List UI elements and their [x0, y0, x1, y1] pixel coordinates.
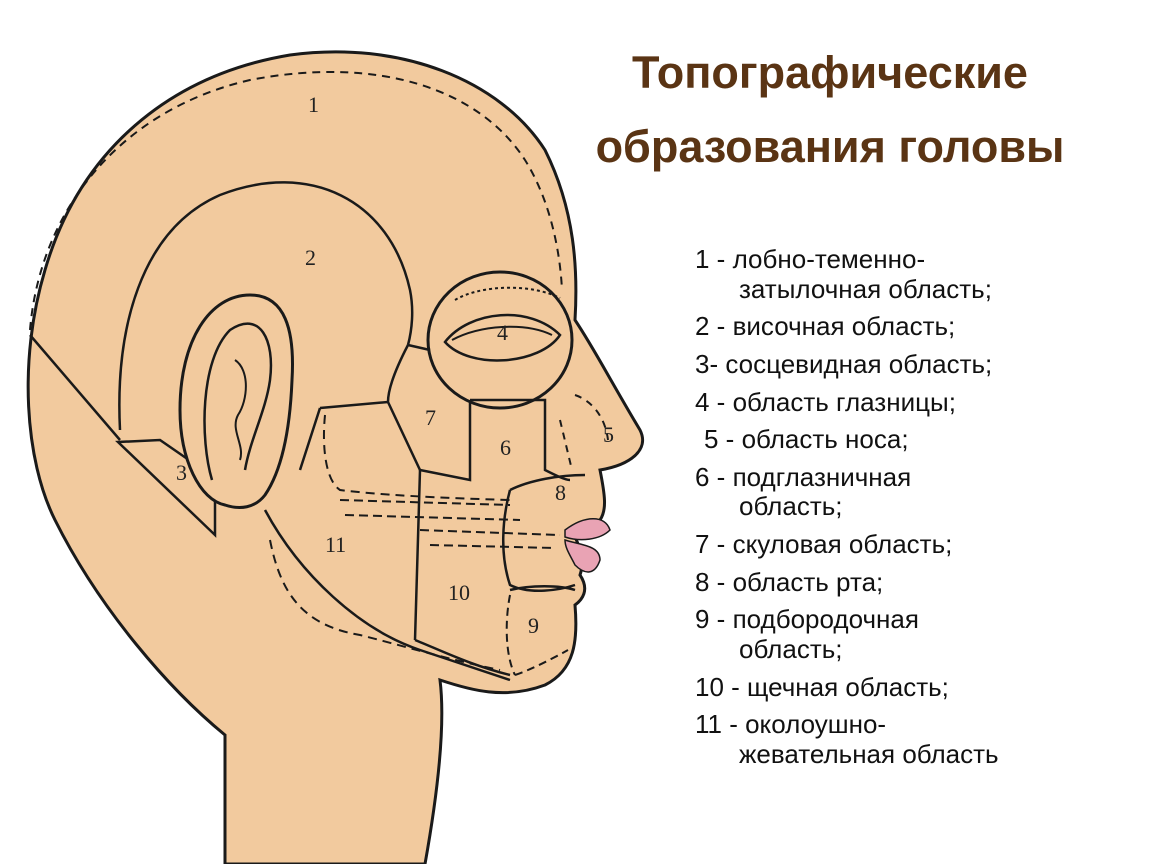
region-1-lower-boundary [29, 334, 121, 441]
legend-item-1-line1: 1 - лобно-теменно- [695, 244, 926, 274]
region-10-boundary [413, 469, 511, 677]
lips-icon [564, 518, 611, 573]
region-5-dashed [559, 394, 609, 471]
region-7-boundary [319, 343, 472, 482]
legend-item-3-line1: 3- сосцевидная область; [695, 348, 993, 379]
region-label-10: 10 [448, 580, 470, 605]
region-4-orbit [426, 270, 574, 410]
region-label-9: 9 [528, 613, 539, 638]
legend-item-7-line1: 7 - скуловая область; [695, 529, 953, 559]
legend-item-6-line2: область; [739, 491, 843, 522]
legend: 1 - лобно-теменно- затылочная область; 2… [695, 244, 999, 777]
legend-item-6-line1: 6 - подглазничная [695, 461, 912, 492]
legend-item-10: 10 - щечная область; [695, 671, 999, 703]
legend-item-2-line1: 2 - височная область; [695, 311, 956, 342]
legend-item-1-line2: затылочная область; [739, 273, 992, 304]
region-9-solid [509, 585, 576, 592]
duct-dashed [339, 499, 561, 549]
region-label-1: 1 [308, 92, 319, 117]
legend-item-6: 6 - подглазничная область; [695, 461, 999, 522]
region-2-boundary [118, 181, 414, 431]
ear-inner-fold [203, 322, 273, 481]
region-6-boundary [470, 398, 571, 482]
head-silhouette [26, 50, 644, 864]
legend-item-1: 1 - лобно-теменно- затылочная область; [695, 244, 999, 304]
parotid-dashed [269, 414, 511, 671]
legend-item-8-line1: 8 - область рта; [695, 566, 884, 597]
eye-icon [443, 313, 562, 362]
region-label-5: 5 [603, 422, 614, 447]
legend-item-11-line2: жевательная область [739, 738, 999, 769]
title-line-2: образования головы [595, 121, 1065, 172]
region-label-3: 3 [176, 460, 187, 485]
legend-item-11-line1: 11 - околоушно- [695, 709, 887, 740]
legend-item-11: 11 - околоушно- жевательная область [695, 709, 999, 769]
legend-item-5-line1: 5 - область носа; [704, 424, 909, 455]
legend-item-9-line1: 9 - подбородочная [695, 604, 919, 635]
legend-item-9-line2: область; [739, 633, 843, 664]
ear-antihelix [234, 359, 247, 461]
region-label-7: 7 [425, 405, 436, 430]
legend-item-10-line1: 10 - щечная область; [695, 671, 949, 702]
legend-item-9: 9 - подбородочная область; [695, 604, 999, 664]
eyelid-line [451, 325, 553, 341]
eyebrow [454, 286, 561, 301]
region-8-boundary [502, 473, 586, 593]
legend-item-5: 5 - область носа; [695, 424, 999, 455]
region-label-4: 4 [497, 320, 508, 345]
legend-item-8: 8 - область рта; [695, 566, 999, 598]
legend-item-4: 4 - область глазницы; [695, 386, 999, 418]
region-1-dashed-boundary [29, 70, 563, 331]
region-label-6: 6 [500, 435, 511, 460]
ear-icon [178, 293, 294, 509]
region-label-8: 8 [555, 480, 566, 505]
legend-item-4-line1: 4 - область глазницы; [695, 386, 956, 417]
region-11-boundary [263, 407, 511, 682]
title-line-1: Топографические [632, 47, 1028, 98]
legend-item-2: 2 - височная область; [695, 311, 999, 342]
region-9-boundary [505, 594, 569, 676]
legend-item-7: 7 - скуловая область; [695, 529, 999, 560]
legend-item-3: 3- сосцевидная область; [695, 348, 999, 380]
region-label-2: 2 [305, 245, 316, 270]
region-label-11: 11 [325, 532, 346, 557]
